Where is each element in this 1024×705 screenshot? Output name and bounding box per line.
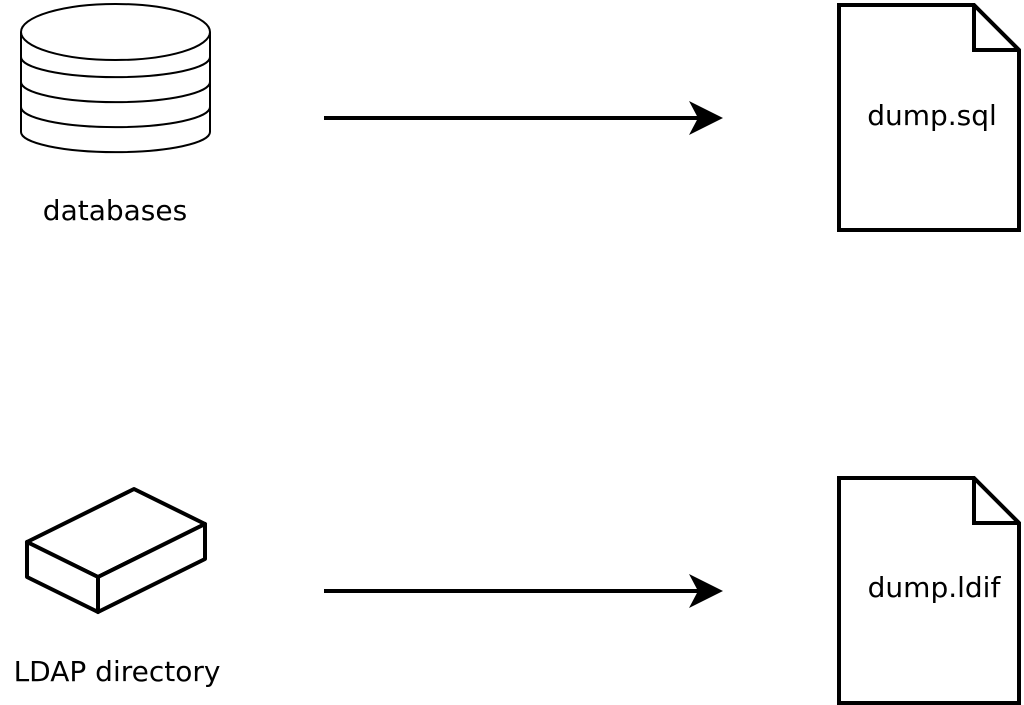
database-icon: [20, 3, 211, 154]
ldap-directory-icon: [25, 487, 207, 614]
document-icon: [837, 476, 1021, 705]
arrow-ldap-to-ldif: [324, 574, 723, 608]
sql-dump-label: dump.sql: [867, 99, 997, 132]
document-icon: [837, 3, 1021, 232]
ldap-directory-label: LDAP directory: [14, 655, 221, 688]
ldif-dump-label: dump.ldif: [868, 571, 1002, 604]
arrow-databases-to-sql: [324, 101, 723, 135]
databases-label: databases: [43, 194, 187, 227]
